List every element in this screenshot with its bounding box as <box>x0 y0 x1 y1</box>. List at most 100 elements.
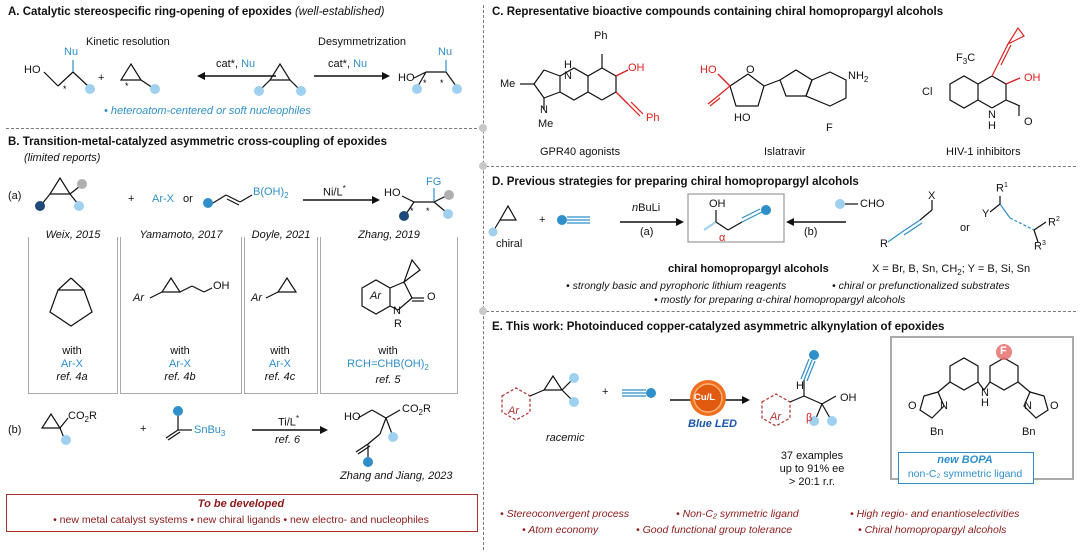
ligand-label-box <box>898 452 1034 484</box>
b-panel-structures <box>49 258 424 327</box>
lig-bn1: Bn <box>930 426 944 438</box>
yamamoto-with: with Ar-X ref. 4b <box>164 345 196 383</box>
hiv-structure <box>949 26 1025 116</box>
zhang-n: N <box>393 305 401 317</box>
kr-plus: + <box>98 72 105 84</box>
desym-nu-label: Nu <box>438 46 453 58</box>
ligand-desc: non-C₂ symmetric ligand <box>907 468 1023 480</box>
d-nbuli: nBuLi <box>632 202 661 214</box>
zhang-with: with RCH=CHB(OH)2 ref. 5 <box>347 345 429 387</box>
e-ar: Ar <box>508 405 519 417</box>
gpr-oh: OH <box>628 62 645 74</box>
e-bullet-3: • High regio- and enantioselectivities <box>850 508 1020 520</box>
d-bullet-2: • chiral or prefunctionalized substrates <box>832 280 1010 292</box>
to-be-developed-box <box>6 494 478 532</box>
d-r3: R3 <box>1034 240 1046 253</box>
section-a-bullet: • heteroatom-centered or soft nucleophil… <box>104 105 311 117</box>
doyle-with: with Ar-X ref. 4c <box>264 345 296 383</box>
kr-ho-label: HO <box>24 64 41 76</box>
hiv-caption: HIV-1 inhibitors <box>946 146 1021 158</box>
ligand-name: new BOPA <box>937 454 993 466</box>
gpr-n: N <box>540 104 548 116</box>
b-a-ho: HO <box>384 187 401 199</box>
gpr40-caption: GPR40 agonists <box>540 146 621 158</box>
lig-n2: N <box>1024 400 1032 412</box>
d-cho: CHO <box>860 198 885 210</box>
e-cul: Cu/L <box>694 392 716 403</box>
e-oh: OH <box>840 392 857 404</box>
divider-dot-cd <box>479 162 487 170</box>
b-b-plus: + <box>140 423 147 435</box>
svg-text:*: * <box>423 78 427 88</box>
b-a-nicat: Ni/L* <box>323 184 346 199</box>
bopa-ligand-structure <box>919 344 1049 419</box>
d-bullet-1: • strongly basic and pyrophoric lithium … <box>566 280 787 292</box>
panel-doyle-head: Doyle, 2021 <box>245 229 317 241</box>
section-d-title: D. Previous strategies for preparing chi… <box>492 176 859 188</box>
desym-cat: cat*, Nu <box>328 58 368 70</box>
b-a-plus: + <box>128 193 135 205</box>
d-alpha: α <box>719 232 726 244</box>
to-be-developed-text: • new metal catalyst systems • new chira… <box>53 514 429 526</box>
b-b-ref: ref. 6 <box>275 434 301 446</box>
e-bullet-1: • Stereoconvergent process <box>500 508 630 520</box>
section-e-scheme <box>501 350 837 427</box>
panel-weix-head: Weix, 2015 <box>29 229 117 241</box>
section-a-scheme: * * * * <box>43 60 462 96</box>
kr-cat: cat*, Nu <box>216 58 256 70</box>
hiv-oh: OH <box>1024 72 1041 84</box>
b-a-boronic: B(OH)2 <box>253 186 289 201</box>
d-plus: + <box>539 214 546 226</box>
e-bullet-6: • Chiral homopropargyl alcohols <box>858 524 1007 536</box>
b-b-ticat: Ti/L* <box>278 414 300 429</box>
b-a-label: (a) <box>8 190 22 202</box>
svg-text:*: * <box>440 78 444 88</box>
isl-ho: HO <box>700 64 717 76</box>
section-c-title: C. Representative bioactive compounds co… <box>492 6 944 18</box>
panel-zhang: Zhang, 2019 <box>320 229 458 394</box>
b-a-fg: FG <box>426 176 442 188</box>
gpr-me1: Me <box>500 78 516 90</box>
b-a-arx: Ar-X <box>152 193 174 205</box>
e-blue-led: Blue LED <box>688 418 737 430</box>
svg-text:*: * <box>426 206 430 216</box>
yamamoto-oh: OH <box>213 280 230 292</box>
d-product: chiral homopropargyl alcohols <box>668 263 829 275</box>
section-d-scheme <box>488 193 1047 243</box>
e-plus: + <box>602 386 609 398</box>
lig-o1: O <box>908 400 917 412</box>
zhang-ar: Ar <box>370 290 381 302</box>
b-b-prod-co2r: CO2R <box>402 403 431 418</box>
d-or: or <box>960 222 970 234</box>
panel-weix: Weix, 2015 <box>28 229 118 394</box>
to-be-developed-title: To be developed <box>197 498 285 510</box>
isl-nh2: NH2 <box>848 70 869 85</box>
d-y: Y <box>982 208 990 220</box>
hiv-cl: Cl <box>922 86 933 98</box>
weix-with: with Ar-X ref. 4a <box>56 345 88 383</box>
isl-o: O <box>746 64 755 76</box>
e-racemic: racemic <box>546 432 585 444</box>
desymmetrization-label: Desymmetrization <box>318 36 407 48</box>
gpr-ph2: Ph <box>646 112 660 124</box>
d-r1: R1 <box>996 182 1008 195</box>
kinetic-resolution-label: Kinetic resolution <box>86 36 170 48</box>
b-b-zhang-jiang: Zhang and Jiang, 2023 <box>340 470 453 482</box>
islatravir-caption: Islatravir <box>764 146 806 158</box>
svg-text:*: * <box>63 84 67 94</box>
e-h: H <box>796 380 804 392</box>
lig-f: F <box>1000 345 1007 357</box>
section-a-title: A. Catalytic stereospecific ring-opening… <box>8 6 385 18</box>
isl-f: F <box>826 122 833 134</box>
hiv-o: O <box>1024 116 1033 128</box>
d-r2: R2 <box>1048 216 1060 229</box>
islatravir-structure <box>707 69 847 107</box>
d-oh: OH <box>709 198 726 210</box>
d-definitions: X = Br, B, Sn, CH2; Y = B, Si, Sn <box>872 263 1031 278</box>
e-bullet-5: • Good functional group tolerance <box>636 524 793 536</box>
e-beta: β <box>806 412 813 424</box>
gpr-me2: Me <box>538 118 554 130</box>
isl-oh: HO <box>734 112 751 124</box>
divider-dot-ab <box>479 124 487 132</box>
